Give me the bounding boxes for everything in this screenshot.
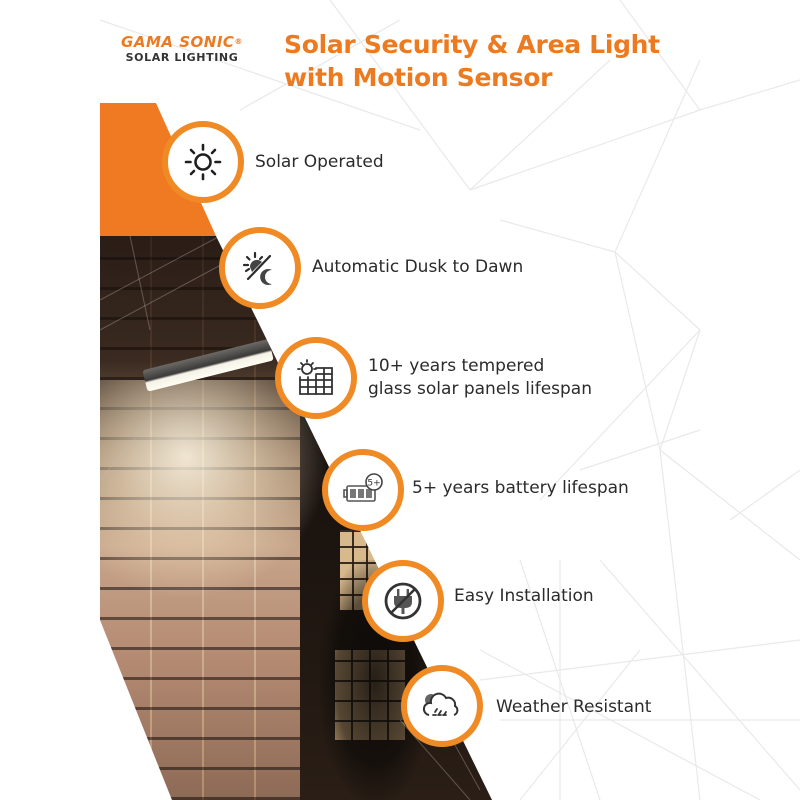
feature-icon-circle <box>275 337 357 419</box>
sun-icon <box>184 143 222 181</box>
brand-tagline: SOLAR LIGHTING <box>125 51 239 64</box>
feature-icon-circle <box>362 560 444 642</box>
feature-label: 10+ years tempered glass solar panels li… <box>368 356 592 399</box>
feature-label: Automatic Dusk to Dawn <box>312 257 524 277</box>
solar-panel-icon <box>297 359 333 395</box>
svg-text:5+: 5+ <box>367 479 380 489</box>
feature-label: 5+ years battery lifespan <box>412 478 629 498</box>
title-line-2: with Motion Sensor <box>284 63 553 92</box>
battery-icon: 5+ <box>343 473 383 502</box>
title-line-1: Solar Security & Area Light <box>284 30 660 59</box>
weather-cloud-icon <box>422 692 459 716</box>
feature-icon-circle <box>219 227 301 309</box>
product-title: Solar Security & Area Light with Motion … <box>284 28 660 94</box>
no-plug-icon <box>384 582 422 620</box>
feature-label: Easy Installation <box>454 586 594 606</box>
feature-label: Solar Operated <box>255 152 384 172</box>
feature-icon-circle <box>401 665 483 747</box>
feature-icon-circle: 5+ <box>322 449 404 531</box>
brand-logo: GAMA SONIC® SOLAR LIGHTING <box>112 33 252 65</box>
feature-label: Weather Resistant <box>496 697 652 717</box>
dusk-to-dawn-icon <box>242 251 272 285</box>
photo-light-glow <box>100 380 330 600</box>
brand-name: GAMA SONIC® <box>121 33 243 51</box>
feature-icon-circle <box>162 121 244 203</box>
